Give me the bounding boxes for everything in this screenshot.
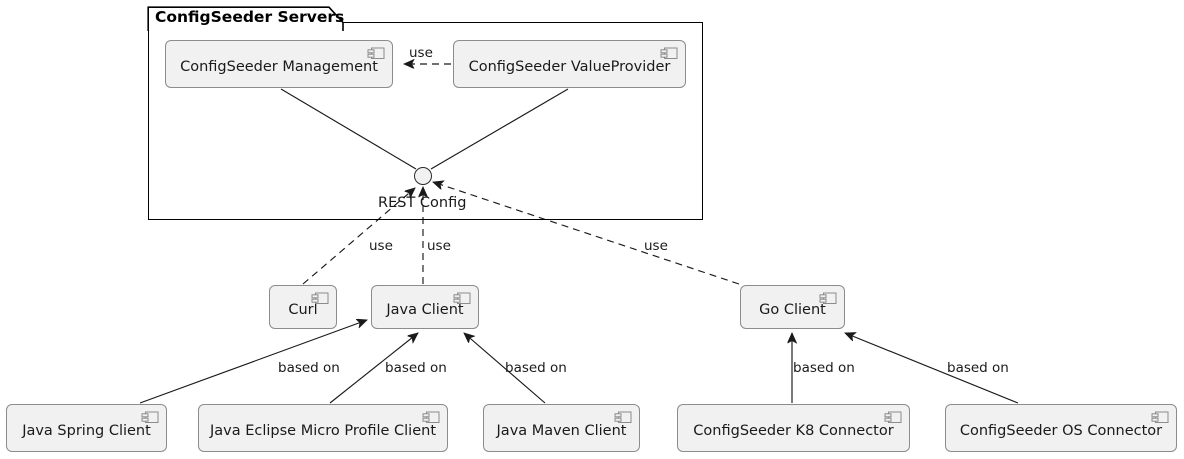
edge-label-use-javaclient: use bbox=[427, 238, 451, 254]
component-label: Curl bbox=[288, 301, 318, 318]
interface-rest-config-circle[interactable] bbox=[414, 167, 432, 185]
component-java-spring-client[interactable]: Java Spring Client bbox=[6, 404, 167, 452]
package-header-tab bbox=[147, 6, 344, 31]
component-label: Java Eclipse Micro Profile Client bbox=[209, 422, 437, 439]
component-label: Java Maven Client bbox=[496, 422, 627, 439]
edge-label-basedon-maven: based on bbox=[505, 360, 567, 376]
component-configseeder-k8-connector[interactable]: ConfigSeeder K8 Connector bbox=[677, 404, 910, 452]
component-java-eclipse-micro-profile-client[interactable]: Java Eclipse Micro Profile Client bbox=[198, 404, 448, 452]
component-configseeder-valueprovider[interactable]: ConfigSeeder ValueProvider bbox=[453, 40, 686, 88]
uml-component-icon bbox=[311, 292, 329, 304]
uml-component-icon bbox=[422, 411, 440, 423]
uml-component-icon bbox=[819, 292, 837, 304]
component-label: Java Client bbox=[386, 301, 464, 318]
uml-component-icon bbox=[453, 292, 471, 304]
edge-label-basedon-spring: based on bbox=[278, 360, 340, 376]
uml-component-icon bbox=[614, 411, 632, 423]
component-curl[interactable]: Curl bbox=[269, 285, 337, 329]
component-java-maven-client[interactable]: Java Maven Client bbox=[483, 404, 640, 452]
uml-component-icon bbox=[141, 411, 159, 423]
edge-label-basedon-k8: based on bbox=[793, 360, 855, 376]
edge-label-use-goclient: use bbox=[644, 238, 668, 254]
component-configseeder-management[interactable]: ConfigSeeder Management bbox=[165, 40, 393, 88]
package-title: ConfigSeeder Servers bbox=[155, 8, 345, 26]
uml-component-icon bbox=[367, 47, 385, 59]
uml-component-icon bbox=[660, 47, 678, 59]
edge-label-basedon-emp: based on bbox=[385, 360, 447, 376]
component-label: ConfigSeeder Management bbox=[180, 58, 378, 75]
component-label: ConfigSeeder ValueProvider bbox=[468, 58, 671, 75]
uml-component-icon bbox=[884, 411, 902, 423]
component-label: Go Client bbox=[759, 301, 826, 318]
edge-label-use-valueprovider-management: use bbox=[409, 45, 433, 61]
edge-label-basedon-os: based on bbox=[947, 360, 1009, 376]
component-label: ConfigSeeder OS Connector bbox=[959, 422, 1163, 439]
component-label: Java Spring Client bbox=[22, 422, 151, 439]
component-configseeder-os-connector[interactable]: ConfigSeeder OS Connector bbox=[945, 404, 1177, 452]
package-configseeder-servers bbox=[148, 22, 703, 220]
interface-rest-config-label: REST Config bbox=[378, 195, 467, 211]
component-java-client[interactable]: Java Client bbox=[371, 285, 479, 329]
component-label: ConfigSeeder K8 Connector bbox=[693, 422, 894, 439]
component-go-client[interactable]: Go Client bbox=[740, 285, 845, 329]
edge-label-use-curl: use bbox=[369, 238, 393, 254]
uml-component-icon bbox=[1151, 411, 1169, 423]
